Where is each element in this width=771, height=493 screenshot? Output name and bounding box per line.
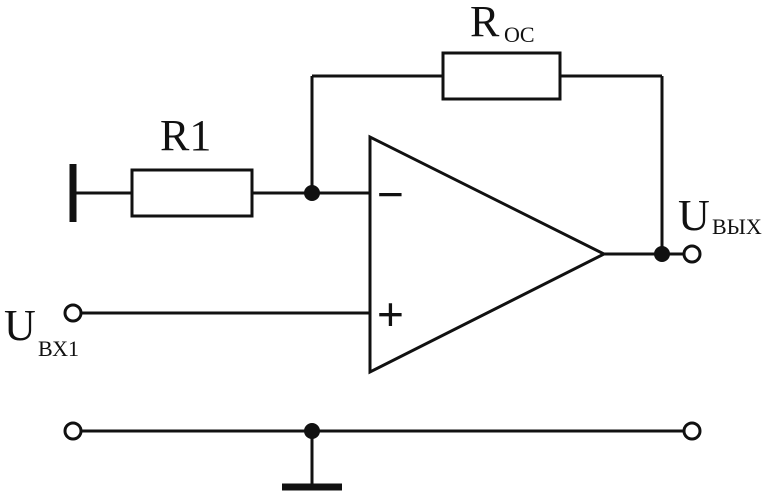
label-u-in-main: U xyxy=(4,301,36,350)
terminal-bottom-left xyxy=(63,421,83,441)
junction-dot-output xyxy=(654,246,670,262)
resistor-r-oc xyxy=(441,51,562,101)
opamp-triangle xyxy=(368,134,608,375)
label-r1: R1 xyxy=(160,111,211,160)
label-u-in-sub: ВХ1 xyxy=(38,336,79,361)
label-r-oc-main: R xyxy=(470,0,500,46)
junction-dot-inverting xyxy=(304,185,320,201)
label-r-oc-sub: OC xyxy=(504,22,535,47)
label-u-out-main: U xyxy=(678,191,710,240)
terminal-input xyxy=(63,303,83,323)
terminal-bottom-right xyxy=(682,421,702,441)
terminal-output xyxy=(682,244,702,264)
resistor-r1 xyxy=(130,168,254,218)
inverting-sign: − xyxy=(377,168,404,220)
junction-dot-ground xyxy=(304,423,320,439)
noninverting-sign: + xyxy=(377,288,404,340)
label-u-out-sub: ВЫХ xyxy=(712,214,762,239)
